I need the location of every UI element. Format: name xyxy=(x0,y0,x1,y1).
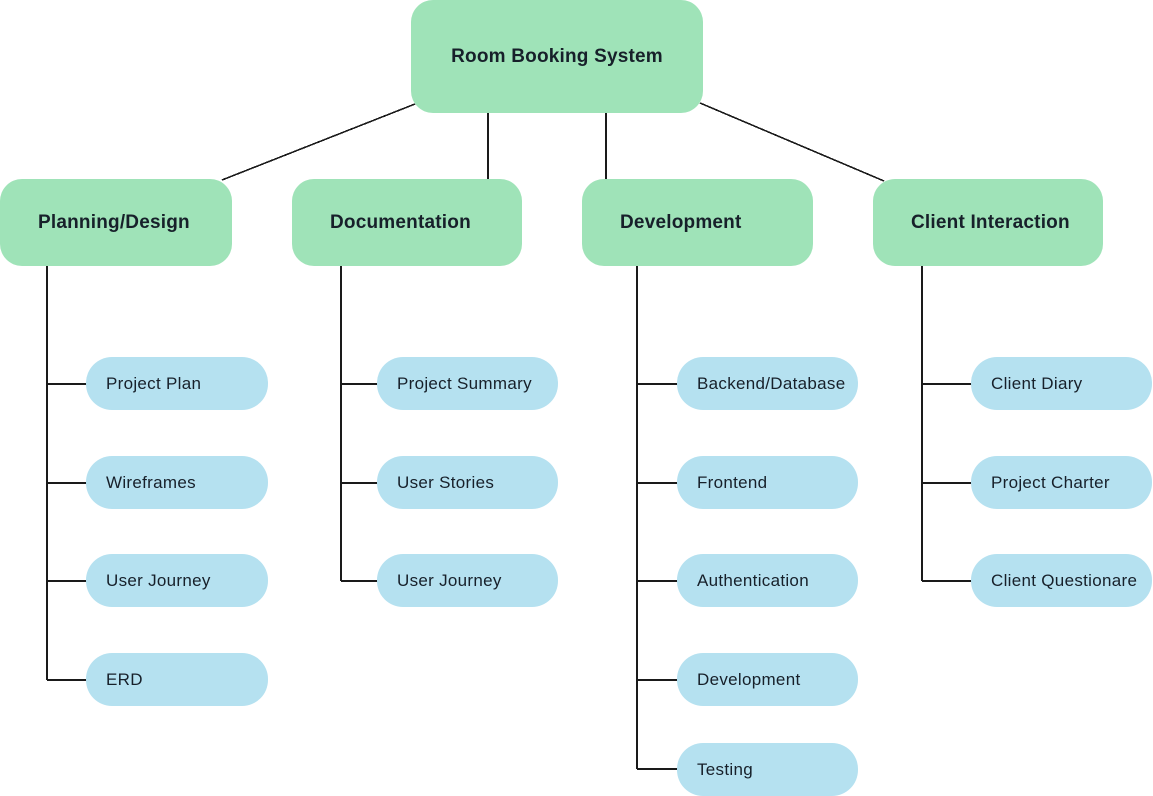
root-to-client-interaction xyxy=(699,102,885,182)
branch-node-planning-design[interactable]: Planning/Design xyxy=(0,179,232,266)
leaf-node-testing[interactable]: Testing xyxy=(677,743,858,796)
leaf-node-project-charter[interactable]: Project Charter xyxy=(971,456,1152,509)
branch-node-documentation-label: Documentation xyxy=(330,211,471,233)
leaf-node-wireframes[interactable]: Wireframes xyxy=(86,456,268,509)
leaf-node-project-summary-label: Project Summary xyxy=(397,373,532,393)
leaf-node-client-diary-label: Client Diary xyxy=(991,373,1083,393)
leaf-node-testing-label: Testing xyxy=(697,759,753,779)
leaf-node-project-charter-label: Project Charter xyxy=(991,472,1110,492)
leaf-node-project-plan-label: Project Plan xyxy=(106,373,202,393)
leaf-node-project-plan[interactable]: Project Plan xyxy=(86,357,268,410)
leaf-node-wireframes-label: Wireframes xyxy=(106,472,196,492)
root-node-room-booking-system[interactable]: Room Booking System xyxy=(411,0,703,113)
leaf-node-user-journey[interactable]: User Journey xyxy=(86,554,268,607)
root-to-planning xyxy=(221,103,416,181)
leaf-node-development-label: Development xyxy=(697,669,801,689)
branch-node-documentation[interactable]: Documentation xyxy=(292,179,522,266)
leaf-node-erd[interactable]: ERD xyxy=(86,653,268,706)
branch-node-planning-design-label: Planning/Design xyxy=(38,211,190,233)
leaf-node-erd-label: ERD xyxy=(106,669,143,689)
leaf-node-user-journey-label: User Journey xyxy=(397,570,502,590)
branch-node-client-interaction-label: Client Interaction xyxy=(911,211,1070,233)
leaf-node-backend-database-label: Backend/Database xyxy=(697,373,846,393)
leaf-node-client-questionare-label: Client Questionare xyxy=(991,570,1138,590)
leaf-node-client-questionare[interactable]: Client Questionare xyxy=(971,554,1152,607)
root-node-room-booking-system-label: Room Booking System xyxy=(451,45,663,67)
leaf-node-user-journey-label: User Journey xyxy=(106,570,211,590)
leaf-node-frontend-label: Frontend xyxy=(697,472,768,492)
leaf-node-authentication-label: Authentication xyxy=(697,570,809,590)
leaf-node-user-stories[interactable]: User Stories xyxy=(377,456,558,509)
branch-node-client-interaction[interactable]: Client Interaction xyxy=(873,179,1103,266)
leaf-node-user-stories-label: User Stories xyxy=(397,472,495,492)
leaf-node-project-summary[interactable]: Project Summary xyxy=(377,357,558,410)
leaf-node-client-diary[interactable]: Client Diary xyxy=(971,357,1152,410)
leaf-node-authentication[interactable]: Authentication xyxy=(677,554,858,607)
branch-node-development[interactable]: Development xyxy=(582,179,813,266)
leaf-node-user-journey[interactable]: User Journey xyxy=(377,554,558,607)
branch-node-development-label: Development xyxy=(620,211,742,233)
leaf-node-frontend[interactable]: Frontend xyxy=(677,456,858,509)
leaf-node-development[interactable]: Development xyxy=(677,653,858,706)
leaf-node-backend-database[interactable]: Backend/Database xyxy=(677,357,858,410)
